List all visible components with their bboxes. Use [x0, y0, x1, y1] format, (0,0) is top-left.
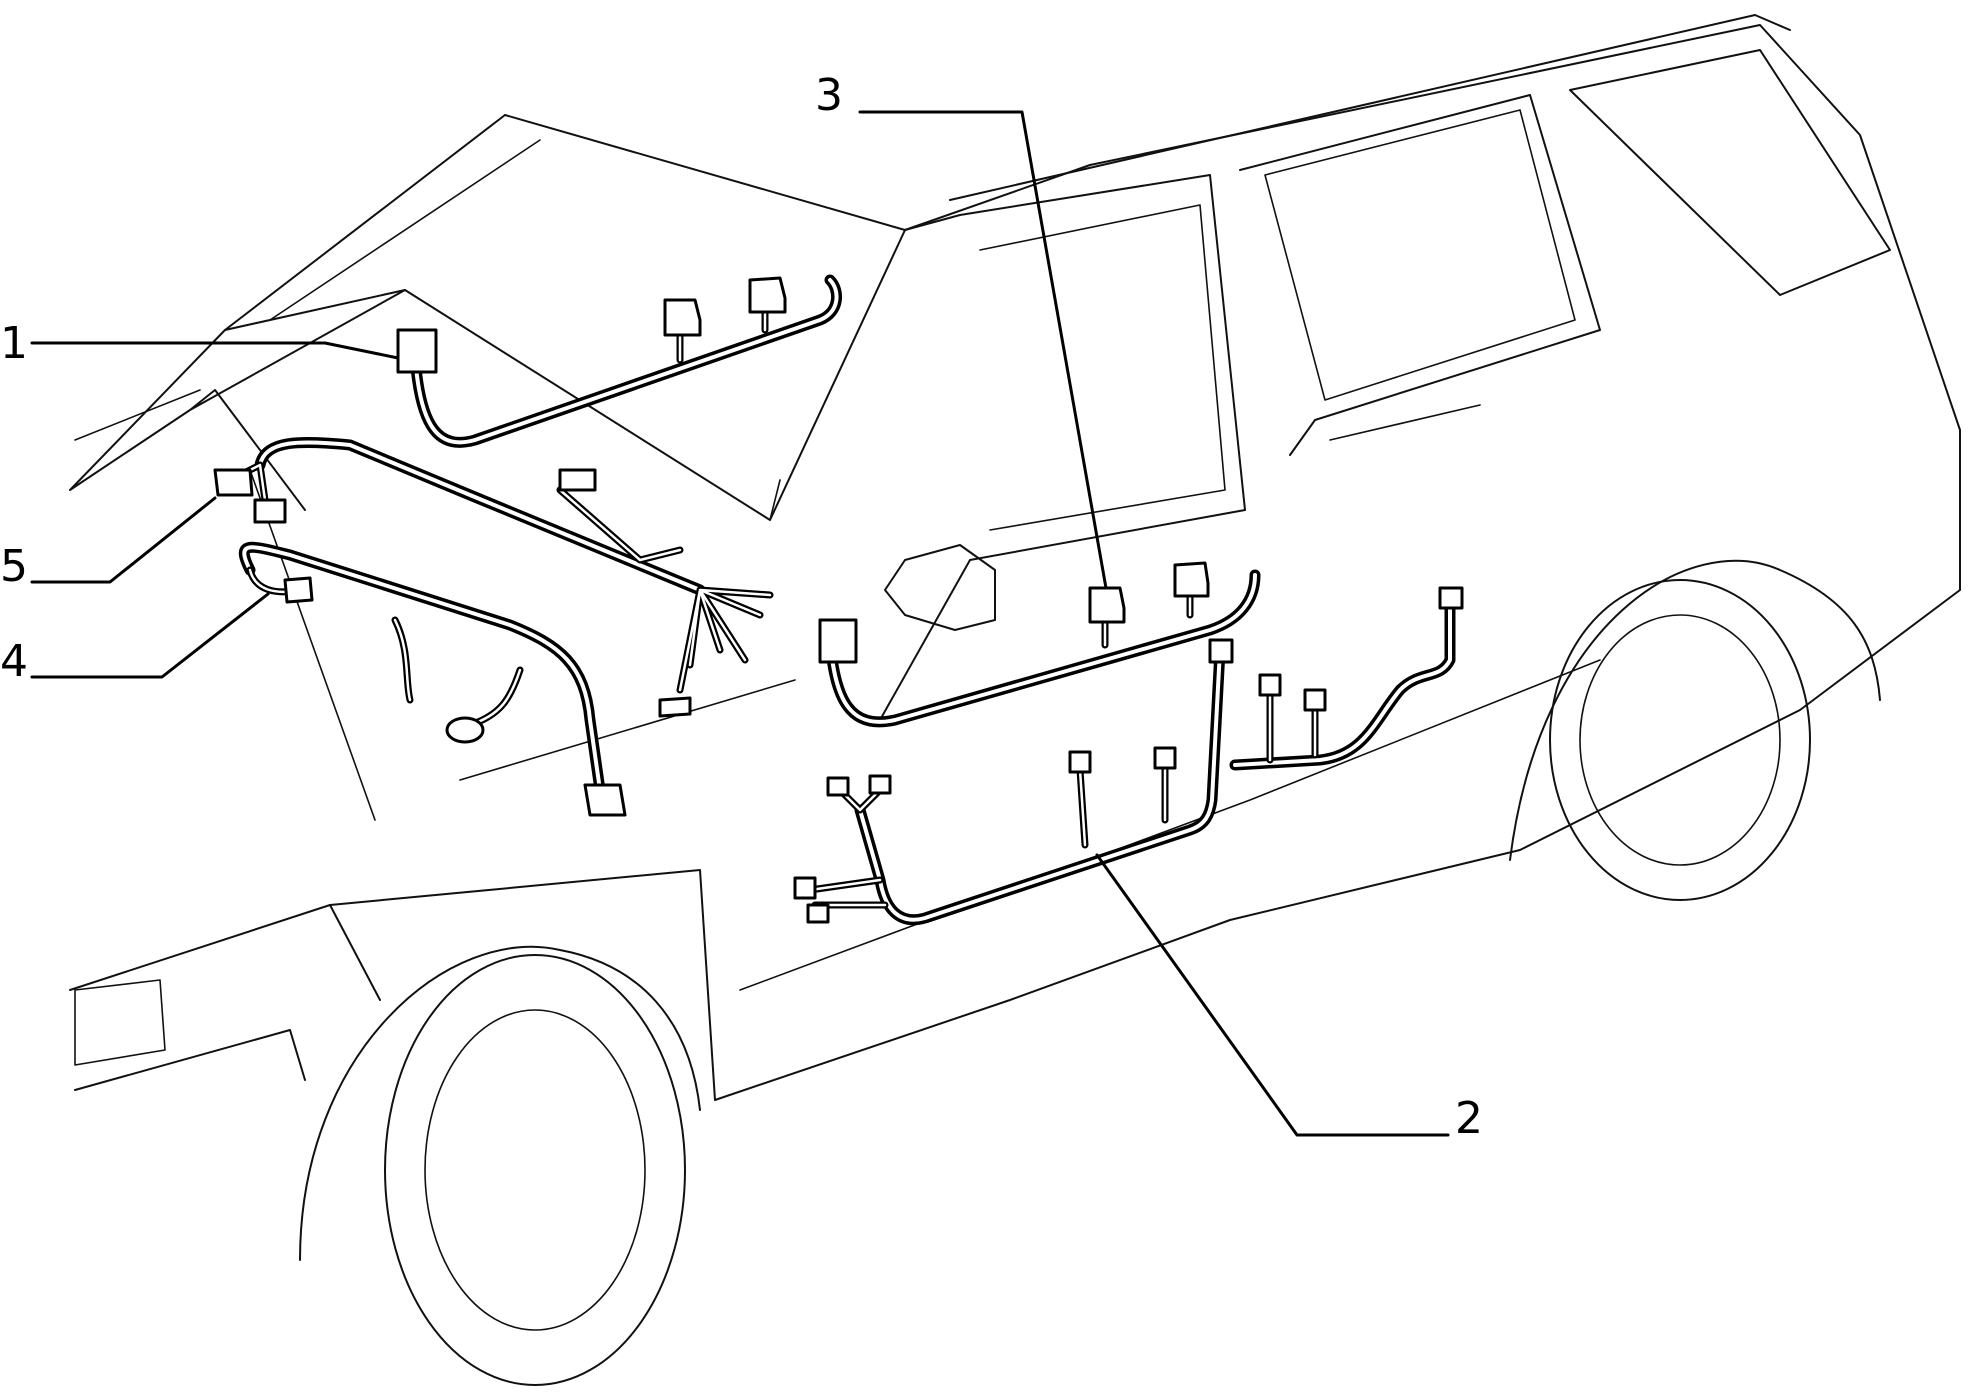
front-wheel-rim [424, 1009, 646, 1331]
connector-plug[interactable] [213, 468, 254, 497]
rear-door [1239, 94, 1601, 456]
connector-plug[interactable] [583, 783, 627, 817]
connector-plug[interactable] [1438, 586, 1464, 610]
connector-plug[interactable] [1258, 673, 1282, 697]
windshield [224, 114, 906, 521]
connector-plug[interactable] [658, 696, 692, 718]
bonnet-crease [74, 389, 796, 821]
leader-4 [30, 592, 270, 679]
connector-plug[interactable] [806, 903, 830, 924]
front-bumper [69, 904, 381, 1091]
bonnet-outline [69, 289, 406, 511]
connector-plug[interactable] [1088, 586, 1126, 624]
connector-plug[interactable] [663, 298, 702, 337]
connector-block[interactable] [396, 328, 438, 374]
harness-5[interactable] [213, 436, 774, 718]
side-crease [739, 659, 1601, 991]
rear-wheel-rim [1579, 614, 1781, 866]
callout-4: 4 [0, 636, 28, 687]
harness-1[interactable] [396, 274, 842, 448]
harness-3[interactable] [818, 561, 1261, 728]
leader-5 [30, 496, 217, 584]
connector-ring[interactable] [445, 716, 485, 744]
windshield-inner [269, 139, 781, 521]
roof-outline [504, 24, 1961, 431]
rear-quarter-window [1569, 49, 1891, 296]
leader-1 [30, 341, 400, 360]
connector-plug[interactable] [253, 498, 287, 524]
connector-plug[interactable] [1303, 688, 1327, 712]
a-pillar [879, 174, 1246, 721]
callout-labels: 1 2 3 4 5 [0, 70, 1483, 1144]
callout-3: 3 [815, 70, 843, 121]
body-side [329, 429, 1961, 1101]
connector-plug[interactable] [1153, 746, 1177, 770]
connector-plug[interactable] [1173, 561, 1210, 598]
connector-plug[interactable] [558, 468, 597, 492]
callout-leaders [30, 110, 1450, 1137]
headlight [74, 979, 166, 1066]
rear-door-handle [1329, 404, 1481, 441]
rear-door-window [1264, 109, 1576, 401]
front-wheel-arch [299, 945, 701, 1261]
connector-plug[interactable] [748, 276, 787, 314]
wing-mirror [884, 544, 996, 631]
roof-rail [949, 14, 1791, 201]
connector-plug[interactable] [868, 774, 892, 795]
leader-3 [858, 110, 1108, 590]
leader-2 [1095, 853, 1450, 1137]
rear-wheel [1549, 579, 1811, 901]
connector-plug[interactable] [826, 776, 850, 797]
car-body [69, 14, 1961, 1386]
harness-4[interactable] [238, 541, 627, 817]
harness-2[interactable] [793, 586, 1464, 926]
connector-plug[interactable] [1068, 750, 1092, 774]
callout-1: 1 [0, 318, 28, 369]
front-door-window [979, 204, 1226, 531]
callout-5: 5 [0, 541, 28, 592]
connector-plug[interactable] [283, 576, 314, 604]
callout-2: 2 [1455, 1093, 1483, 1144]
connector-plug[interactable] [1208, 638, 1234, 664]
connector-block[interactable] [818, 618, 858, 664]
front-wheel [384, 954, 686, 1386]
connector-plug[interactable] [793, 876, 817, 900]
